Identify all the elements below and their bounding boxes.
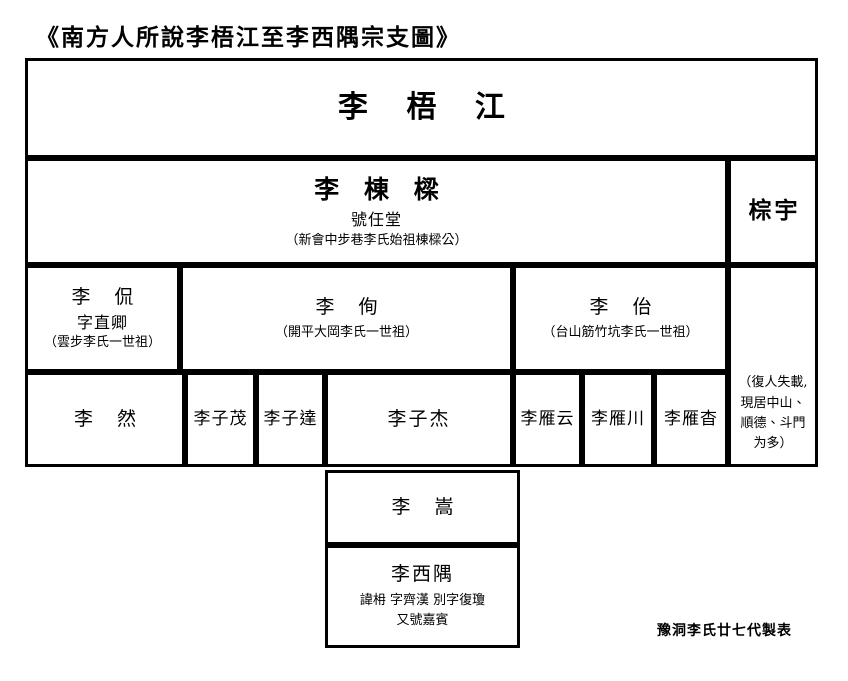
generation-3-cell-li-xun: 李 侚 （開平大岡李氏一世祖）	[180, 265, 513, 372]
person-hall-name: 號任堂	[350, 209, 402, 229]
generation-4-cell-li-yanyao: 李雁杳	[654, 372, 728, 467]
generation-3-cell-li-yi: 李 佁 （台山筋竹坑李氏一世祖）	[513, 265, 728, 372]
person-name: 李 侚	[315, 295, 387, 318]
right-branch-note: （復人失載, 現居中山、 順德、斗門 为多）	[731, 373, 815, 454]
generation-4-cell-li-zijie: 李子杰	[325, 372, 513, 467]
person-name: 李 棟 樑	[314, 175, 447, 205]
person-name: 李 佁	[589, 295, 661, 318]
person-name: 李西隅	[390, 563, 454, 586]
generation-5-cell-li-song: 李 嵩	[325, 470, 520, 545]
person-note: （雲步李氏一世祖）	[43, 335, 161, 351]
person-name: 李 然	[73, 407, 146, 430]
person-alt-names: 諱枏 字齊漢 別字復瓊	[359, 593, 486, 609]
generation-1-cell-li-wujiang: 李 梧 江	[25, 58, 818, 158]
chart-signature: 豫洞李氏廿七代製表	[657, 623, 792, 639]
page-title: 《南方人所說李梧江至李西隅宗支圖》	[36, 24, 461, 51]
generation-4-cell-li-ran: 李 然	[25, 372, 185, 467]
person-name: 李子杰	[387, 407, 451, 430]
person-name: 李子茂	[193, 408, 248, 429]
person-name: 李雁云	[520, 408, 575, 429]
person-name: 李雁川	[591, 408, 645, 429]
person-name: 李雁杳	[664, 408, 718, 429]
person-name: 李 侃	[71, 285, 143, 308]
note-line-3: 順德、斗門	[740, 415, 806, 431]
generation-4-cell-li-zimao: 李子茂	[185, 372, 256, 467]
note-line-2: 現居中山、	[740, 395, 806, 411]
person-name: 李 嵩	[391, 495, 463, 518]
person-note: （新會中步巷李氏始祖棟樑公）	[285, 232, 468, 248]
note-line-1: （復人失載,	[738, 375, 808, 391]
generation-3-cell-li-kan: 李 侃 字直卿 （雲步李氏一世祖）	[25, 265, 180, 372]
person-note: （台山筋竹坑李氏一世祖）	[542, 325, 699, 341]
person-name: 李 梧 江	[338, 90, 519, 126]
person-studio-name: 又號嘉賓	[396, 613, 449, 629]
generation-4-cell-li-zida: 李子達	[256, 372, 325, 467]
generation-2-cell-li-dongliang: 李 棟 樑 號任堂 （新會中步巷李氏始祖棟樑公）	[25, 158, 728, 265]
generation-4-cell-li-yanyun: 李雁云	[513, 372, 582, 467]
person-name: 李子達	[263, 408, 318, 429]
right-branch-note-cell: （復人失載, 現居中山、 順德、斗門 为多）	[728, 265, 818, 467]
right-branch-cell-zongyu: 棕宇	[728, 158, 818, 265]
person-courtesy-name: 字直卿	[76, 313, 128, 333]
note-line-4: 为多）	[753, 435, 793, 451]
generation-6-cell-li-xiyu: 李西隅 諱枏 字齊漢 別字復瓊 又號嘉賓	[325, 545, 520, 648]
person-note: （開平大岡李氏一世祖）	[274, 325, 418, 341]
generation-4-cell-li-yanchuan: 李雁川	[582, 372, 654, 467]
person-name: 棕宇	[748, 197, 801, 225]
